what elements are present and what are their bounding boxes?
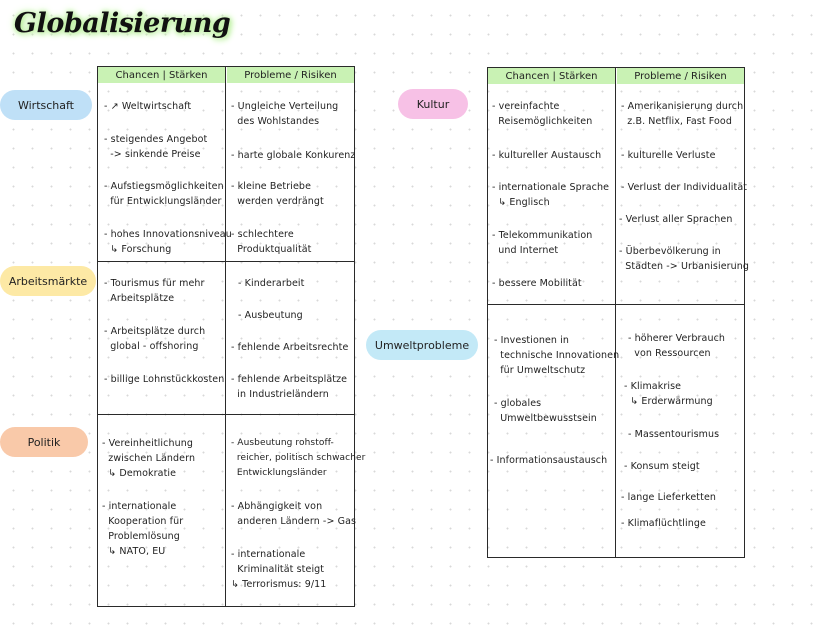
politik-risk-item: - internationale Kriminalität steigt ↳ T…: [231, 549, 327, 590]
category-pill-umweltprobleme: Umweltprobleme: [366, 330, 478, 360]
wirtschaft-chance-item: - ↗ Weltwirtschaft: [104, 101, 192, 112]
kultur-risk-item: - Amerikanisierung durch z.B. Netflix, F…: [621, 101, 744, 127]
kultur-chance-item: - vereinfachte Reisemöglichkeiten: [492, 101, 593, 127]
category-pill-wirtschaft: Wirtschaft: [0, 90, 92, 120]
wirtschaft-risk-item: - kleine Betriebe werden verdrängt: [231, 181, 324, 207]
arbeitsmaerkte-risk-item: - fehlende Arbeitsplätze in Industrielän…: [231, 374, 348, 400]
arbeitsmaerkte-chance-item: - billige Lohnstückkosten: [104, 374, 225, 385]
category-label: Politik: [27, 435, 61, 449]
kultur-risk-item: - kulturelle Verluste: [621, 150, 716, 161]
right-header-chances: Chancen | Stärken: [488, 68, 615, 84]
kultur-chance-item: - internationale Sprache ↳ Englisch: [492, 182, 610, 208]
politik-risk-item: - Ausbeutung rohstoff- reicher, politisc…: [231, 438, 366, 478]
wirtschaft-risk-item: - Ungleiche Verteilung des Wohlstandes: [231, 101, 339, 127]
header-label: Probleme / Risiken: [244, 69, 337, 81]
umwelt-risk-item: - Klimaflüchtlinge: [621, 518, 706, 529]
column-divider: [615, 68, 616, 557]
header-label: Chancen | Stärken: [115, 69, 208, 81]
arbeitsmaerkte-risk-item: - Kinderarbeit: [238, 278, 305, 289]
umwelt-chance-item: - Informationsaustausch: [490, 455, 608, 466]
section-divider: [98, 261, 354, 262]
arbeitsmaerkte-risk-item: - fehlende Arbeitsrechte: [231, 342, 349, 353]
left-table: Chancen | Stärken Probleme / Risiken - ↗…: [97, 66, 365, 607]
umwelt-risk-item: - lange Lieferketten: [621, 492, 717, 503]
category-label: Arbeitsmärkte: [8, 274, 88, 288]
header-label: Probleme / Risiken: [634, 70, 727, 82]
right-table: Chancen | Stärken Probleme / Risiken - v…: [487, 67, 749, 558]
category-label: Kultur: [416, 97, 450, 111]
section-divider: [488, 304, 744, 305]
kultur-risk-item: - Verlust der Individualität: [621, 182, 748, 193]
arbeitsmaerkte-chance-item: - Tourismus für mehr Arbeitsplätze: [104, 278, 205, 304]
arbeitsmaerkte-chance-item: - Arbeitsplätze durch global - offshorin…: [104, 326, 206, 352]
header-label: Chancen | Stärken: [505, 70, 598, 82]
politik-chance-item: - internationale Kooperation für Problem…: [102, 501, 184, 557]
wirtschaft-risk-item: - schlechtere Produktqualität: [231, 229, 312, 255]
section-divider: [98, 414, 354, 415]
category-pill-kultur: Kultur: [398, 89, 468, 119]
category-pill-arbeitsmaerkte: Arbeitsmärkte: [0, 266, 96, 296]
umwelt-chance-item: - globales Umweltbewusstsein: [494, 398, 597, 424]
kultur-chance-item: - Telekommunikation und Internet: [492, 230, 593, 256]
wirtschaft-chance-item: - Aufstiegsmöglichkeiten für Entwicklung…: [104, 181, 224, 207]
kultur-chance-item: - kultureller Austausch: [492, 150, 602, 161]
wirtschaft-chance-item: - hohes Innovationsniveau ↳ Forschung: [104, 229, 232, 255]
umwelt-risk-item: - Massentourismus: [628, 429, 720, 440]
umwelt-risk-item: - Konsum steigt: [624, 461, 700, 472]
category-pill-politik: Politik: [0, 427, 88, 457]
wirtschaft-chance-item: - steigendes Angebot -> sinkende Preise: [104, 134, 208, 160]
category-label: Umweltprobleme: [374, 338, 470, 352]
wirtschaft-risk-item: - harte globale Konkurenz: [231, 150, 356, 161]
umwelt-chance-item: - Investionen in technische Innovationen…: [494, 335, 620, 376]
right-header-risks: Probleme / Risiken: [617, 68, 744, 84]
politik-risk-item: - Abhängigkeit von anderen Ländern -> Ga…: [231, 501, 357, 527]
umwelt-risk-item: - Klimakrise ↳ Erderwärmung: [624, 381, 713, 407]
kultur-risk-item: - Überbevölkerung in Städten -> Urbanisi…: [619, 246, 750, 272]
arbeitsmaerkte-risk-item: - Ausbeutung: [238, 310, 303, 321]
politik-chance-item: - Vereinheitlichung zwischen Ländern ↳ D…: [102, 438, 196, 479]
kultur-chance-item: - bessere Mobilität: [492, 278, 582, 289]
column-divider: [225, 67, 226, 606]
left-header-risks: Probleme / Risiken: [227, 67, 354, 83]
kultur-risk-item: - Verlust aller Sprachen: [619, 214, 733, 225]
left-header-chances: Chancen | Stärken: [98, 67, 225, 83]
category-label: Wirtschaft: [17, 98, 74, 112]
page-title: Globalisierung: [14, 8, 231, 39]
umwelt-risk-item: - höherer Verbrauch von Ressourcen: [628, 333, 726, 359]
